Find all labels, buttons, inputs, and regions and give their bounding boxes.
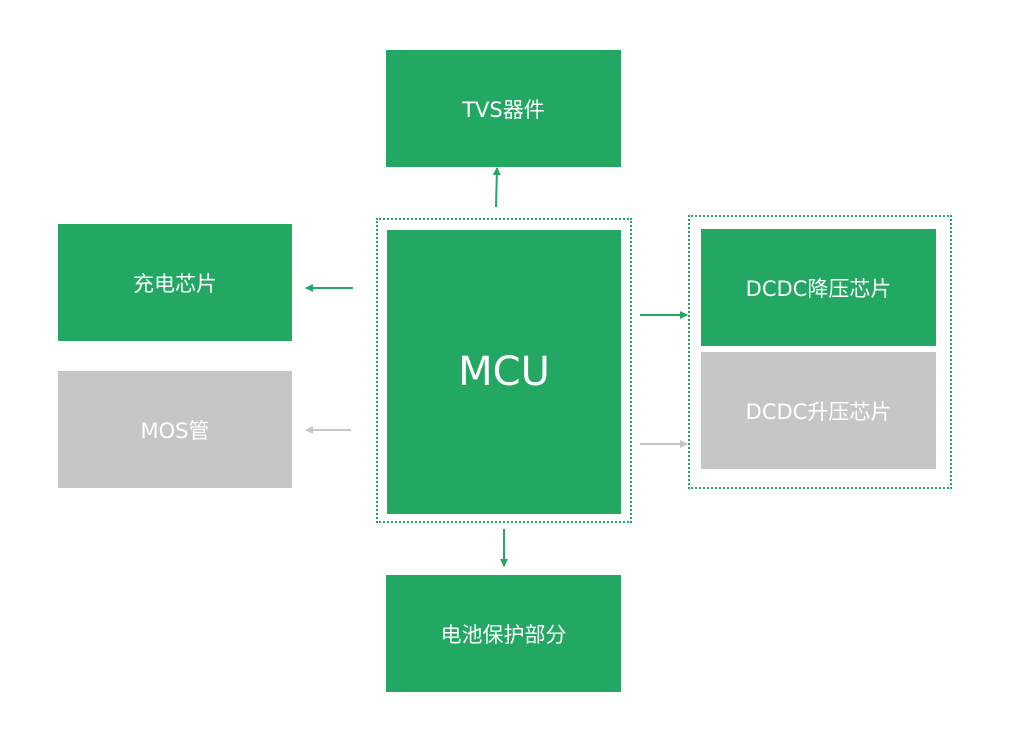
- tvs-block: TVS器件: [386, 50, 621, 167]
- arrow-to-tvs: [492, 167, 501, 208]
- dcdc-buck-block: DCDC降压芯片: [701, 229, 936, 346]
- tvs-label: TVS器件: [462, 97, 545, 122]
- mcu-block: MCU: [387, 230, 621, 514]
- mos-label: MOS管: [140, 418, 210, 443]
- mcu-label: MCU: [458, 349, 550, 395]
- dcdc-group-outline: [688, 215, 952, 489]
- dcdc-boost-label: DCDC升压芯片: [745, 399, 892, 424]
- dcdc-buck-label: DCDC降压芯片: [745, 276, 892, 301]
- battery-protection-block: 电池保护部分: [386, 575, 621, 692]
- charge-chip-label: 充电芯片: [133, 271, 217, 296]
- dcdc-boost-block: DCDC升压芯片: [701, 352, 936, 469]
- charge-chip-block: 充电芯片: [58, 224, 292, 341]
- battery-protection-label: 电池保护部分: [440, 622, 567, 647]
- mcu-group-outline: [376, 218, 632, 523]
- mos-block: MOS管: [58, 371, 292, 488]
